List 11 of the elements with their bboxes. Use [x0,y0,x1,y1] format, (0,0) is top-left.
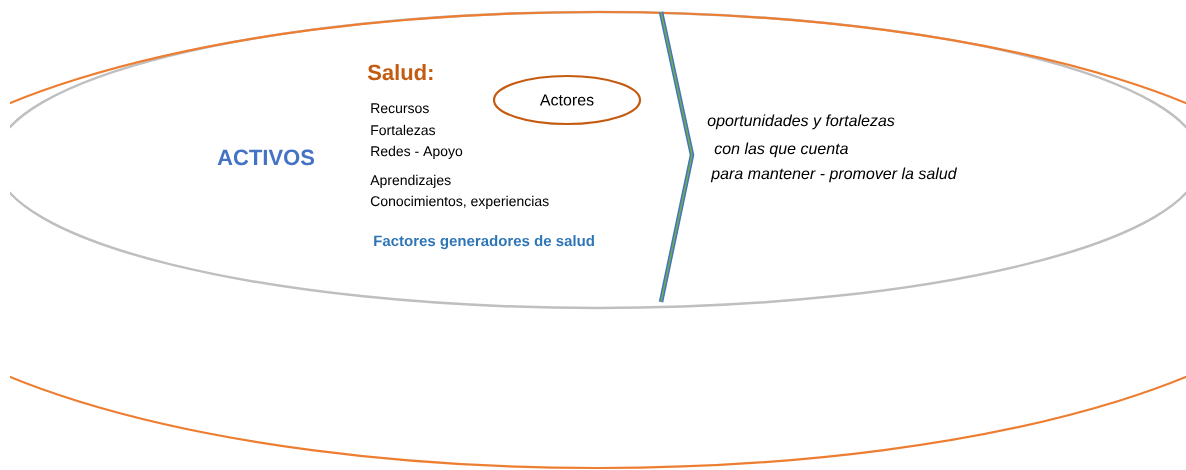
list-item: Aprendizajes [370,174,451,188]
description-text: con las que cuenta [714,142,848,158]
heading: ACTIVOS [217,149,315,166]
description-text: para mantener - promover la salud [710,167,958,183]
list-item: Recursos [371,103,429,114]
list-item: Fortalezas [371,124,436,136]
list-item: Conocimientos, experiencias [370,195,549,209]
description-text: oportunidades y fortalezas [707,114,895,130]
heading: Salud: [367,64,433,81]
subheading: Factores generadores de salud [374,235,594,250]
list-item: Redes - Apoyo [371,145,463,159]
